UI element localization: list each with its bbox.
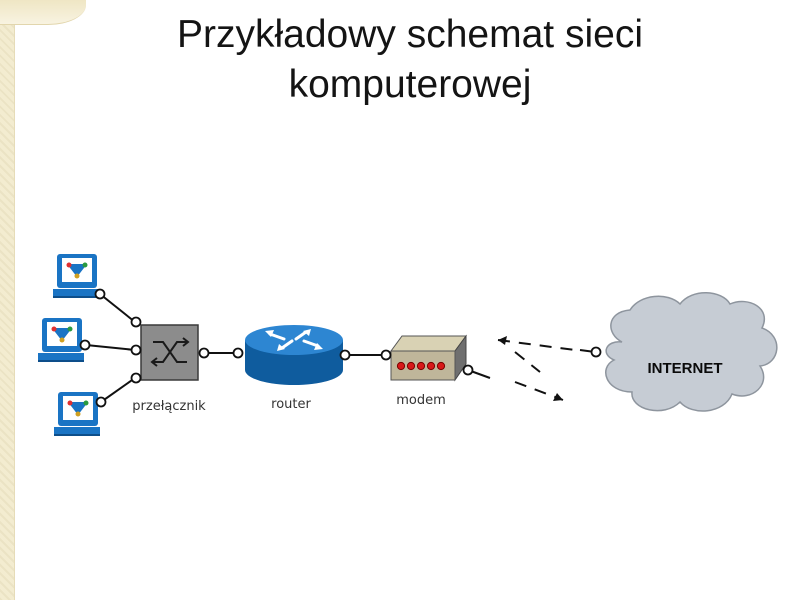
internet-node: INTERNET [605, 292, 778, 412]
port-modem-out [462, 364, 474, 376]
port-switch-in-3 [130, 372, 142, 384]
computer-icon [38, 318, 84, 362]
computer-icon [53, 254, 99, 298]
internet-label: INTERNET [648, 360, 723, 377]
switch-node: przełącznik [132, 324, 206, 414]
port-pc3 [95, 396, 107, 408]
title-line-2: komputerowej [288, 63, 532, 106]
port-internet [590, 346, 602, 358]
router-label: router [271, 397, 311, 412]
port-switch-in-2 [130, 344, 142, 356]
port-modem-in [380, 349, 392, 361]
port-pc1 [94, 288, 106, 300]
port-pc2 [79, 339, 91, 351]
edge-pc1-switch [99, 293, 136, 323]
wireless-link [497, 339, 576, 401]
port-switch-in-1 [130, 316, 142, 328]
modem-node: modem [390, 334, 467, 408]
slide-title: Przykładowy schemat sieci komputerowej [60, 10, 760, 110]
wireless-dash-top [497, 339, 576, 351]
computer-1 [53, 254, 99, 298]
title-line-1: Przykładowy schemat sieci [177, 13, 643, 56]
router-icon [245, 325, 343, 385]
edge-pc3-switch [100, 377, 136, 403]
switch-label: przełącznik [132, 399, 206, 414]
port-switch-out [198, 347, 210, 359]
port-router-in [232, 347, 244, 359]
computer-3 [54, 392, 100, 436]
edge-pc2-switch [85, 344, 136, 351]
port-router-out [339, 349, 351, 361]
modem-icon [390, 334, 467, 382]
wireless-dash-middle [514, 351, 541, 373]
slide-left-border [0, 0, 15, 600]
router-node: router [245, 325, 343, 412]
cloud-icon [605, 292, 778, 412]
wireless-arrow-head-top [498, 336, 507, 345]
switch-icon [140, 324, 199, 381]
connection-ports [79, 288, 602, 408]
computer-2 [38, 318, 84, 362]
modem-label: modem [396, 393, 446, 408]
computer-icon [54, 392, 100, 436]
wireless-arrow-head-bottom [553, 393, 563, 401]
